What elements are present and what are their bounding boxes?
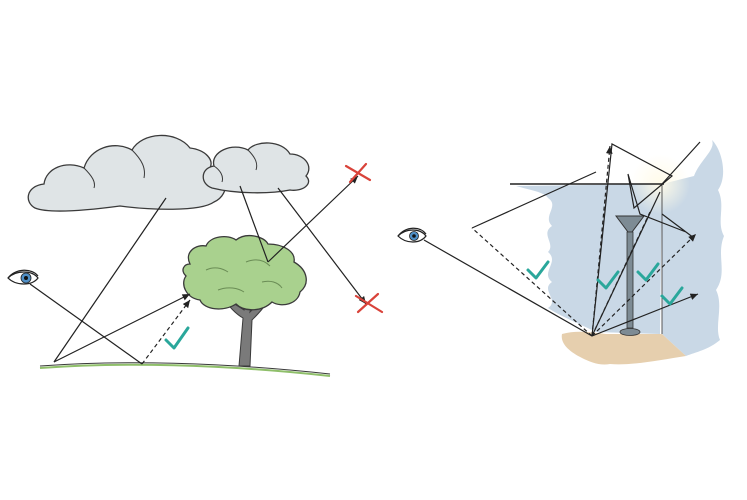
eye-icon <box>397 227 427 243</box>
floor <box>561 331 686 365</box>
indoor-scene <box>397 140 724 365</box>
check-mark <box>596 270 620 290</box>
check-mark <box>660 286 684 306</box>
check-mark <box>164 326 190 350</box>
outdoor-rays <box>29 175 367 365</box>
cloud-large <box>27 134 227 212</box>
tree <box>182 234 307 367</box>
ground <box>39 362 331 375</box>
floor-lamp <box>615 215 645 336</box>
cross-mark <box>354 292 384 314</box>
check-mark <box>636 262 660 282</box>
cross-mark <box>344 162 372 184</box>
wall <box>516 184 662 334</box>
check-mark <box>526 260 550 280</box>
outdoor-scene <box>7 134 384 377</box>
eye-icon <box>7 269 39 285</box>
indoor-rays <box>423 143 699 337</box>
